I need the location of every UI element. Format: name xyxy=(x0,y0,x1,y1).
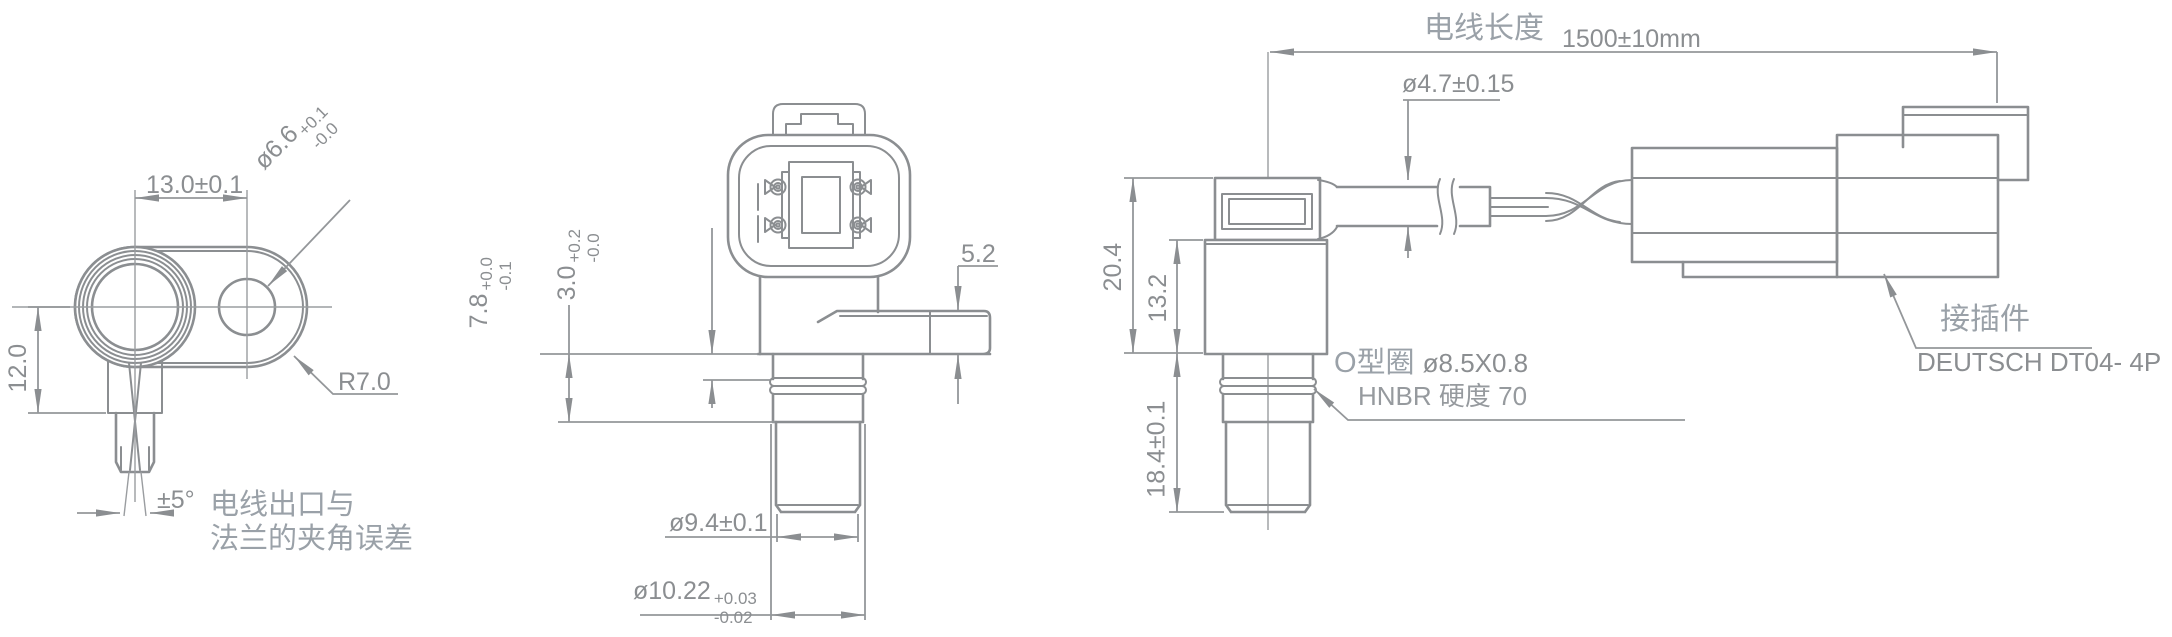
dim-oring-position: 3.0+0.2-0.0 xyxy=(552,229,603,301)
label-cable-length: 电线长度 xyxy=(1424,12,1544,45)
note-wire-angle-line1: 电线出口与 xyxy=(210,489,356,521)
label-connector: 接插件 xyxy=(1940,303,2030,336)
label-connector-part-number: DEUTSCH DT04- 4P xyxy=(1917,347,2162,377)
dim-body-block-height: 13.2 xyxy=(1144,273,1173,323)
dim-probe-step-depth: 7.8+0.0-0.1 xyxy=(464,257,515,329)
dim-wire-angle: ±5° xyxy=(157,486,195,514)
side-view-sensor-cable xyxy=(1124,48,2092,530)
dim-cable-length: 1500±10mm xyxy=(1562,25,1701,53)
left-view-flange xyxy=(12,190,398,517)
dim-total-height: 20.4 xyxy=(1099,242,1128,292)
note-wire-angle-line2: 法兰的夹角误差 xyxy=(210,523,414,555)
dim-probe-diameter: ø9.4±0.1 xyxy=(669,509,768,537)
dim-cable-diameter: ø4.7±0.15 xyxy=(1402,70,1515,98)
note-oring: O型圈 ø8.5X0.8 xyxy=(1334,347,1529,379)
dim-hole-spacing: 13.0±0.1 xyxy=(146,171,244,199)
note-oring-material: HNBR 硬度 70 xyxy=(1358,381,1528,411)
dim-seat-diameter: ø10.22+0.03-0.02 xyxy=(633,577,757,627)
front-view-sensor xyxy=(540,103,998,620)
dim-flange-thickness: 5.2 xyxy=(961,240,996,268)
dim-probe-length: 18.4±0.1 xyxy=(1142,400,1171,498)
dim-flange-radius: R7.0 xyxy=(338,368,391,396)
dim-body-height: 12.0 xyxy=(4,343,33,393)
